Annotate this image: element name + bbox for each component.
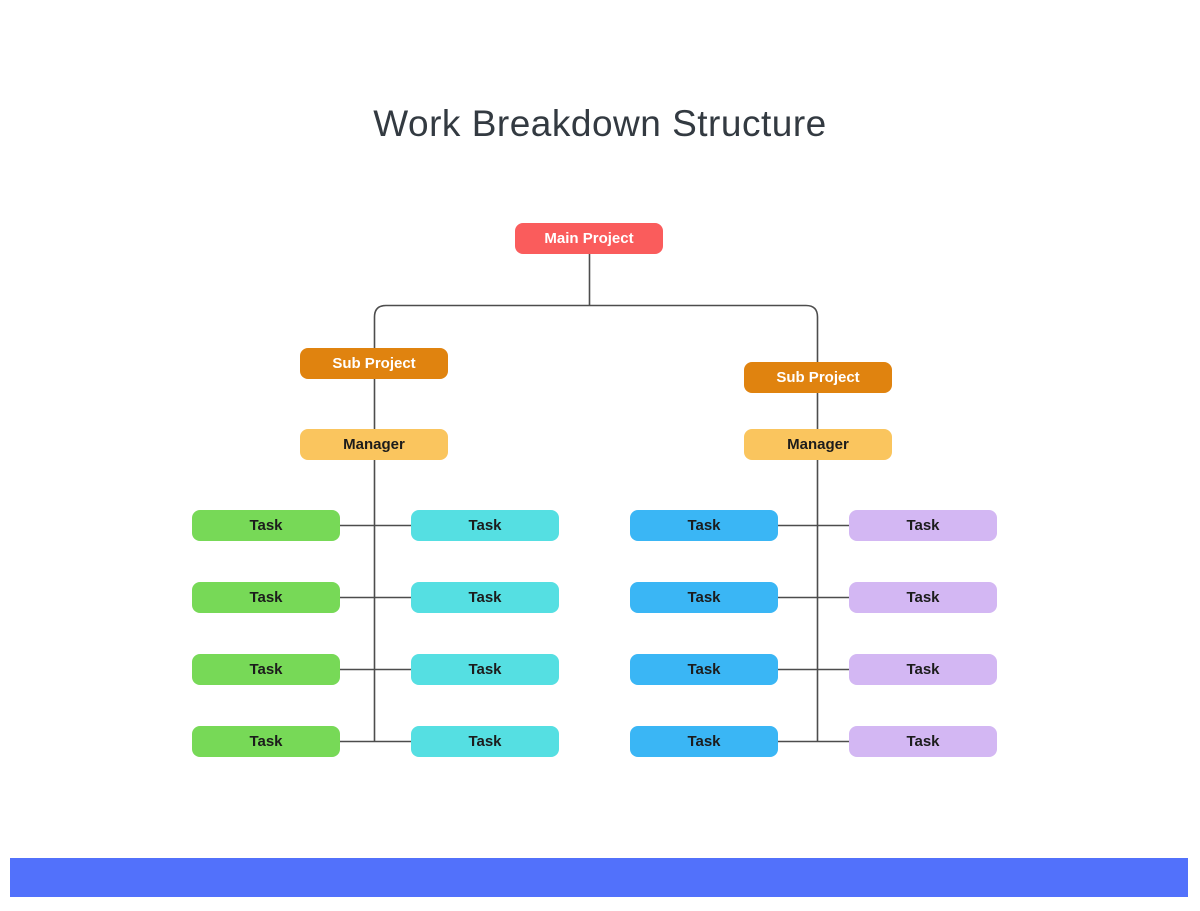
node-task-blue-3[interactable]: Task: [630, 654, 778, 685]
left-task-connectors: [340, 524, 411, 743]
node-task-purple-4[interactable]: Task: [849, 726, 997, 757]
node-manager-right[interactable]: Manager: [744, 429, 892, 460]
footer-accent-bar: [10, 858, 1188, 897]
right-task-connectors: [778, 524, 849, 743]
node-manager-left[interactable]: Manager: [300, 429, 448, 460]
node-task-cyan-1[interactable]: Task: [411, 510, 559, 541]
node-task-cyan-4[interactable]: Task: [411, 726, 559, 757]
node-sub-project-left[interactable]: Sub Project: [300, 348, 448, 379]
node-task-green-3[interactable]: Task: [192, 654, 340, 685]
branch-bracket-line: [373, 304, 819, 742]
node-sub-project-right[interactable]: Sub Project: [744, 362, 892, 393]
node-task-blue-1[interactable]: Task: [630, 510, 778, 541]
node-task-purple-2[interactable]: Task: [849, 582, 997, 613]
node-task-green-2[interactable]: Task: [192, 582, 340, 613]
node-task-cyan-3[interactable]: Task: [411, 654, 559, 685]
node-task-purple-1[interactable]: Task: [849, 510, 997, 541]
node-task-cyan-2[interactable]: Task: [411, 582, 559, 613]
node-task-purple-3[interactable]: Task: [849, 654, 997, 685]
node-task-green-4[interactable]: Task: [192, 726, 340, 757]
node-task-blue-4[interactable]: Task: [630, 726, 778, 757]
diagram-title: Work Breakdown Structure: [373, 103, 827, 144]
node-task-green-1[interactable]: Task: [192, 510, 340, 541]
node-main-project[interactable]: Main Project: [515, 223, 663, 254]
node-task-blue-2[interactable]: Task: [630, 582, 778, 613]
